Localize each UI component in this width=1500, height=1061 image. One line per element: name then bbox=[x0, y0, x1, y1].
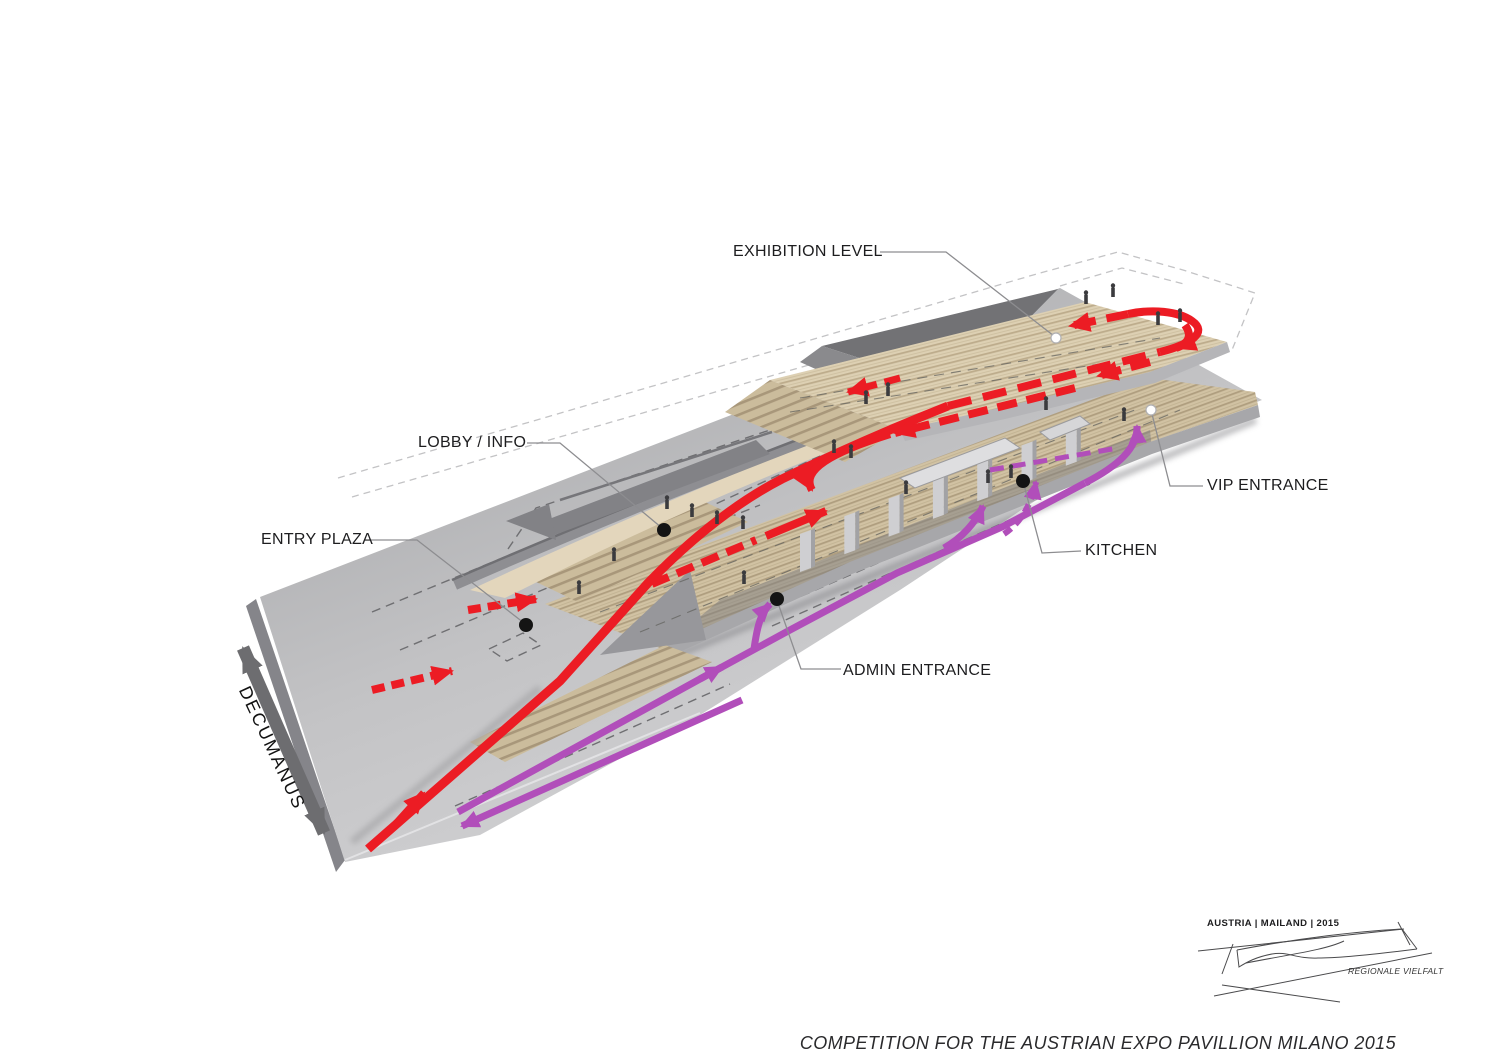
person-figure bbox=[576, 580, 582, 594]
visitor-route bbox=[349, 307, 1203, 853]
column-side bbox=[855, 510, 860, 551]
column bbox=[888, 494, 900, 537]
callout-vip-entrance: VIP ENTRANCE bbox=[1207, 477, 1329, 494]
logo-title: AUSTRIA | MAILAND | 2015 bbox=[1207, 918, 1340, 929]
person-figure bbox=[714, 510, 720, 524]
column bbox=[844, 512, 856, 555]
people-figures bbox=[576, 283, 1183, 594]
person-figure bbox=[1177, 308, 1183, 322]
service-route bbox=[456, 424, 1147, 830]
person-figure bbox=[664, 495, 670, 509]
wireframe-projection bbox=[337, 251, 1256, 498]
column bbox=[977, 459, 989, 502]
person-figure bbox=[1110, 283, 1116, 297]
callout-exhibition-level: EXHIBITION LEVEL bbox=[733, 243, 883, 260]
logo-sketch bbox=[1197, 921, 1433, 1003]
column bbox=[800, 530, 811, 572]
column-side bbox=[899, 492, 904, 533]
person-figure bbox=[1121, 407, 1127, 421]
callout-entry-plaza: ENTRY PLAZA bbox=[261, 531, 374, 548]
person-figure bbox=[741, 570, 747, 584]
person-figure bbox=[1083, 290, 1089, 304]
person-figure bbox=[885, 382, 891, 396]
person-figure bbox=[848, 444, 854, 458]
person-figure bbox=[1155, 311, 1161, 325]
person-figure bbox=[903, 480, 909, 494]
callout-kitchen: KITCHEN bbox=[1085, 542, 1158, 559]
person-figure bbox=[611, 547, 617, 561]
person-figure bbox=[689, 503, 695, 517]
person-figure bbox=[1043, 396, 1049, 410]
callout-admin-entrance: ADMIN ENTRANCE bbox=[843, 662, 992, 679]
entry-arrow-ramp bbox=[506, 430, 773, 540]
callout-leaders bbox=[371, 251, 1203, 670]
project-caption: COMPETITION FOR THE AUSTRIAN EXPO PAVILL… bbox=[799, 1033, 1396, 1053]
callout-lobby-info: LOBBY / INFO bbox=[418, 434, 527, 451]
decumanus-axis-arrow bbox=[237, 645, 330, 836]
column bbox=[932, 476, 944, 519]
column-side bbox=[811, 528, 815, 568]
column-side bbox=[1032, 439, 1037, 480]
person-figure bbox=[1008, 464, 1014, 478]
person-figure bbox=[740, 515, 746, 529]
person-figure bbox=[863, 390, 869, 404]
kitchen-counter bbox=[898, 437, 1022, 489]
column-side bbox=[943, 474, 948, 515]
column bbox=[1021, 441, 1033, 484]
column-side bbox=[988, 457, 993, 498]
column-side bbox=[1076, 421, 1081, 462]
person-figure bbox=[985, 469, 991, 483]
person-figure bbox=[831, 439, 837, 453]
logo-tagline: REGIONALE VIELFALT bbox=[1348, 966, 1444, 976]
